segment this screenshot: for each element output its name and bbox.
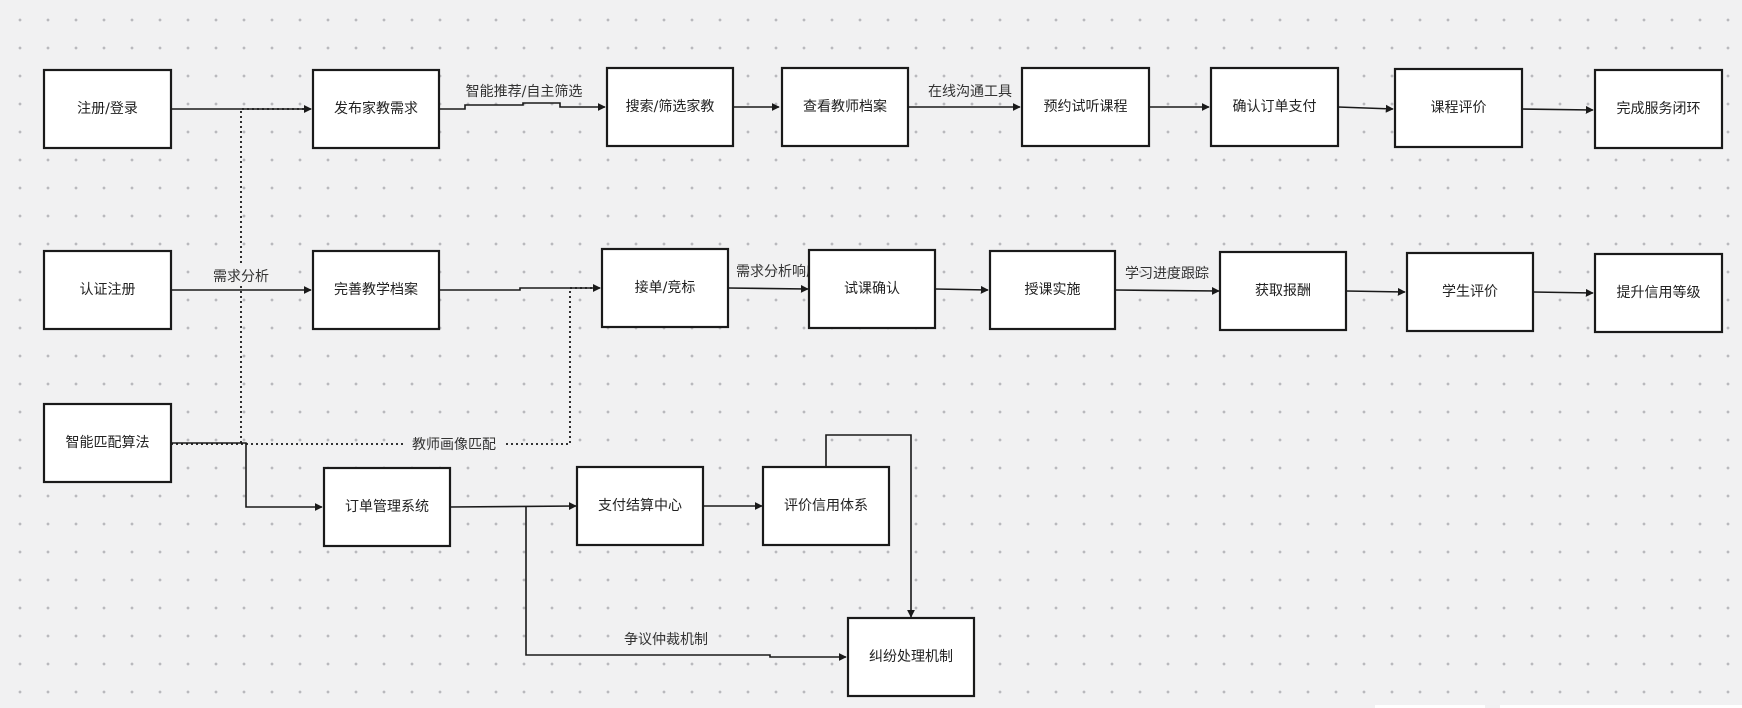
node-complete-loop-label: 完成服务闭环 (1617, 101, 1701, 117)
bottom-tab-right (1500, 705, 1742, 708)
node-dispute-handling-label: 纠纷处理机制 (869, 649, 953, 665)
node-publish-request[interactable]: 发布家教需求 (311, 68, 441, 150)
edge-label-smart-recommend: 智能推荐/自主筛选 (466, 84, 583, 100)
nodes: 注册/登录 发布家教需求 搜索/筛选家教 查看教师档案 预约试听课程 确认订单支… (42, 66, 1724, 698)
edges (171, 102, 1594, 661)
node-search-filter-label: 搜索/筛选家教 (626, 98, 715, 115)
edge-algorithm-to-order[interactable] (171, 442, 323, 511)
node-payment-center[interactable]: 支付结算中心 (575, 465, 705, 547)
node-payment-center-label: 支付结算中心 (598, 498, 682, 514)
node-book-trial-label: 预约试听课程 (1044, 99, 1128, 115)
node-accept-bid-label: 接单/竞标 (635, 279, 696, 296)
bottom-tab-left (1375, 705, 1485, 708)
node-course-review-label: 课程评价 (1431, 100, 1487, 116)
node-accept-bid[interactable]: 接单/竞标 (600, 247, 730, 329)
edge-algorithm-to-publish-dotted[interactable] (240, 105, 312, 443)
edge-teaching-to-paid[interactable] (1114, 286, 1220, 295)
node-course-review[interactable]: 课程评价 (1393, 67, 1524, 149)
node-teaching-label: 授课实施 (1025, 282, 1081, 298)
node-order-system-label: 订单管理系统 (345, 499, 429, 515)
node-trial-confirm-label: 试课确认 (844, 281, 900, 297)
node-get-paid[interactable]: 获取报酬 (1218, 250, 1348, 332)
node-order-system[interactable]: 订单管理系统 (322, 466, 452, 548)
edge-label-progress-tracking: 学习进度跟踪 (1125, 266, 1209, 282)
edge-label-dispute-arbitration: 争议仲裁机制 (624, 632, 708, 648)
node-complete-loop[interactable]: 完成服务闭环 (1593, 68, 1724, 150)
edge-bid-to-trial-confirm[interactable] (727, 284, 809, 293)
edge-student-review-to-credit[interactable] (1532, 288, 1594, 297)
edge-label-needs-analysis: 需求分析 (213, 269, 269, 285)
node-credit-upgrade[interactable]: 提升信用等级 (1593, 252, 1724, 334)
node-get-paid-label: 获取报酬 (1255, 283, 1311, 299)
node-search-filter[interactable]: 搜索/筛选家教 (605, 66, 735, 148)
node-view-profile[interactable]: 查看教师档案 (780, 66, 910, 148)
node-teaching[interactable]: 授课实施 (988, 249, 1117, 331)
node-verify-register-label: 认证注册 (80, 282, 136, 298)
node-register-login-label: 注册/登录 (77, 101, 138, 117)
edge-trial-confirm-to-teaching[interactable] (934, 285, 989, 294)
node-credit-system-label: 评价信用体系 (784, 498, 868, 514)
node-credit-system[interactable]: 评价信用体系 (761, 465, 891, 547)
node-confirm-pay[interactable]: 确认订单支付 (1209, 66, 1340, 148)
node-student-review[interactable]: 学生评价 (1405, 251, 1535, 333)
edge-label-online-comm: 在线沟通工具 (928, 84, 1012, 100)
node-complete-teaching-profile-label: 完善教学档案 (334, 281, 418, 298)
node-student-review-label: 学生评价 (1442, 284, 1498, 300)
edge-order-to-payment[interactable] (449, 502, 577, 511)
edge-algorithm-to-bid-dotted[interactable] (171, 284, 601, 445)
node-confirm-pay-label: 确认订单支付 (1233, 99, 1317, 115)
edge-pay-to-review[interactable] (1337, 104, 1394, 113)
node-matching-algorithm-label: 智能匹配算法 (66, 435, 150, 451)
edge-publish-to-search[interactable] (439, 102, 606, 111)
node-complete-teaching-profile[interactable]: 完善教学档案 (311, 249, 441, 331)
edge-label-needs-response: 需求分析响应 (736, 263, 820, 280)
node-verify-register[interactable]: 认证注册 (42, 249, 173, 331)
edge-labels: 智能推荐/自主筛选 在线沟通工具 需求分析 需求分析响应 学习进度跟踪 教师画像… (208, 84, 1209, 648)
node-dispute-handling[interactable]: 纠纷处理机制 (846, 616, 976, 698)
edge-review-to-complete[interactable] (1521, 105, 1594, 114)
node-trial-confirm[interactable]: 试课确认 (807, 248, 937, 330)
node-credit-upgrade-label: 提升信用等级 (1617, 284, 1701, 301)
node-publish-request-label: 发布家教需求 (334, 100, 418, 117)
node-register-login[interactable]: 注册/登录 (42, 68, 173, 150)
edge-label-teacher-portrait: 教师画像匹配 (412, 437, 496, 453)
edge-paid-to-student-review[interactable] (1345, 287, 1406, 296)
node-view-profile-label: 查看教师档案 (803, 98, 887, 115)
edge-teaching-profile-to-bid[interactable] (439, 284, 601, 292)
node-book-trial[interactable]: 预约试听课程 (1020, 66, 1151, 148)
edge-credit-to-dispute[interactable] (825, 434, 915, 618)
node-matching-algorithm[interactable]: 智能匹配算法 (42, 402, 173, 484)
edge-order-to-dispute[interactable] (525, 507, 847, 661)
